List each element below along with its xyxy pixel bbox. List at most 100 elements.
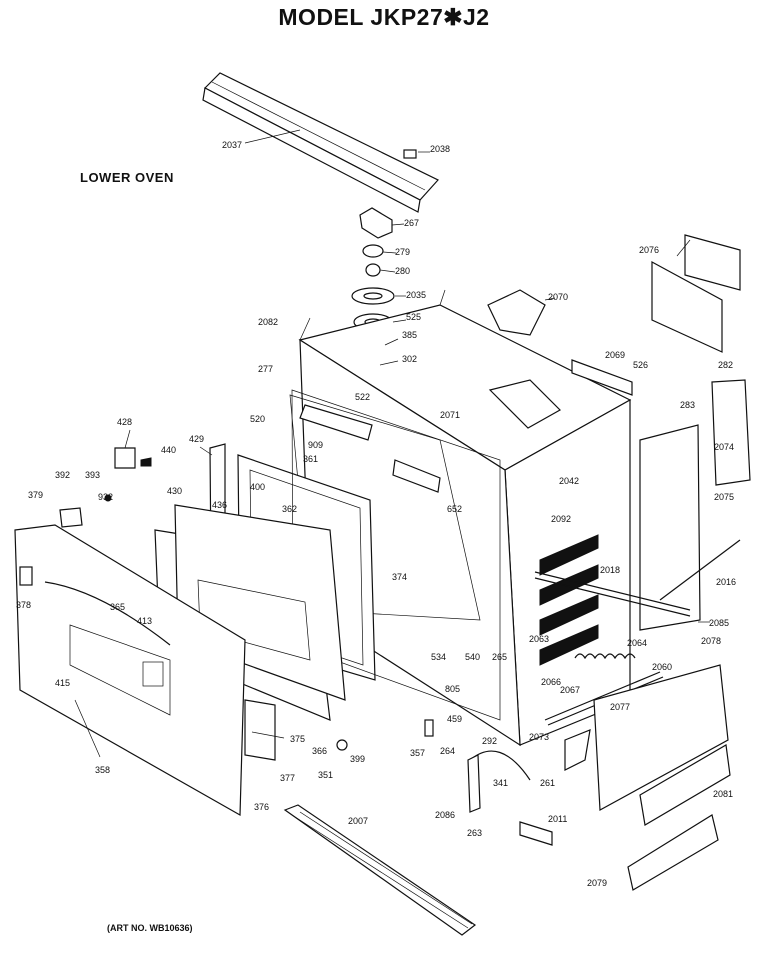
bracket-part bbox=[359, 207, 393, 239]
part-number-label: 2077 bbox=[610, 702, 630, 712]
part-number-label: 392 bbox=[55, 470, 70, 480]
plate-part bbox=[519, 821, 553, 846]
part-number-label: 341 bbox=[493, 778, 508, 788]
clip-part bbox=[403, 149, 417, 159]
clip-part bbox=[19, 566, 33, 586]
part-number-label: 385 bbox=[402, 330, 417, 340]
vent-slots bbox=[539, 534, 599, 666]
part-number-label: 2074 bbox=[714, 442, 734, 452]
side-panel-part bbox=[639, 424, 701, 631]
top-trim-part bbox=[202, 72, 439, 213]
part-number-label: 277 bbox=[258, 364, 273, 374]
part-number-label: 2038 bbox=[430, 144, 450, 154]
vent-duct-part bbox=[487, 289, 546, 336]
part-number-label: 2035 bbox=[406, 290, 426, 300]
part-number-label: 399 bbox=[350, 754, 365, 764]
part-number-label: 2016 bbox=[716, 577, 736, 587]
part-number-label: 376 bbox=[254, 802, 269, 812]
rod-part bbox=[659, 539, 741, 601]
part-number-label: 2079 bbox=[587, 878, 607, 888]
outer-door-part bbox=[14, 524, 246, 817]
part-number-label: 374 bbox=[392, 572, 407, 582]
screw-part bbox=[104, 494, 112, 502]
part-number-label: 2063 bbox=[529, 634, 549, 644]
part-number-label: 366 bbox=[312, 746, 327, 756]
part-number-label: 292 bbox=[482, 736, 497, 746]
part-number-label: 415 bbox=[55, 678, 70, 688]
spring-part bbox=[574, 653, 636, 660]
part-number-label: 358 bbox=[95, 765, 110, 775]
panel-part bbox=[639, 744, 731, 826]
part-number-label: 2037 bbox=[222, 140, 242, 150]
part-number-label: 805 bbox=[445, 684, 460, 694]
part-number-label: 2042 bbox=[559, 476, 579, 486]
screw-part bbox=[336, 739, 348, 751]
part-number-label: 2060 bbox=[652, 662, 672, 672]
part-number-label: 375 bbox=[290, 734, 305, 744]
part-number-label: 2086 bbox=[435, 810, 455, 820]
part-number-label: 2081 bbox=[713, 789, 733, 799]
part-number-label: 282 bbox=[718, 360, 733, 370]
plate-part bbox=[571, 359, 633, 396]
diagram-subtitle: LOWER OVEN bbox=[80, 170, 174, 185]
hinge-part bbox=[244, 699, 276, 761]
part-number-label: 357 bbox=[410, 748, 425, 758]
cover-part bbox=[684, 234, 741, 291]
part-number-label: 2018 bbox=[600, 565, 620, 575]
part-number-label: 361 bbox=[303, 454, 318, 464]
nut-part bbox=[365, 263, 381, 277]
art-number: (ART NO. WB10636) bbox=[107, 923, 193, 933]
part-number-label: 393 bbox=[85, 470, 100, 480]
part-number-label: 279 bbox=[395, 247, 410, 257]
page-title: MODEL JKP27✱J2 bbox=[278, 4, 490, 30]
part-number-label: 522 bbox=[355, 392, 370, 402]
part-number-label: 540 bbox=[465, 652, 480, 662]
vent-part bbox=[488, 379, 561, 429]
panel-part bbox=[627, 814, 719, 891]
part-number-label: 400 bbox=[250, 482, 265, 492]
part-number-label: 429 bbox=[189, 434, 204, 444]
hinge-part bbox=[59, 507, 83, 528]
part-number-label: 267 bbox=[404, 218, 419, 228]
side-cover-part bbox=[711, 379, 751, 486]
part-number-label: 265 bbox=[492, 652, 507, 662]
part-number-label: 362 bbox=[282, 504, 297, 514]
part-number-label: 520 bbox=[250, 414, 265, 424]
part-number-label: 459 bbox=[447, 714, 462, 724]
side-panel-part bbox=[651, 260, 723, 353]
part-number-label: 430 bbox=[167, 486, 182, 496]
part-number-label: 2066 bbox=[541, 677, 561, 687]
part-number-label: 263 bbox=[467, 828, 482, 838]
screw-part bbox=[140, 457, 152, 467]
window-part bbox=[299, 404, 373, 441]
part-number-label: 2082 bbox=[258, 317, 278, 327]
part-number-label: 377 bbox=[280, 773, 295, 783]
part-number-label: 652 bbox=[447, 504, 462, 514]
part-number-label: 534 bbox=[431, 652, 446, 662]
part-number-label: 2078 bbox=[701, 636, 721, 646]
part-number-label: 378 bbox=[16, 600, 31, 610]
part-number-label: 280 bbox=[395, 266, 410, 276]
part-number-label: 2070 bbox=[548, 292, 568, 302]
part-number-label: 2067 bbox=[560, 685, 580, 695]
part-number-label: 283 bbox=[680, 400, 695, 410]
bracket-part bbox=[114, 447, 136, 469]
part-number-label: 2073 bbox=[529, 732, 549, 742]
part-number-label: 2076 bbox=[639, 245, 659, 255]
part-number-label: 2069 bbox=[605, 350, 625, 360]
part-number-label: 2075 bbox=[714, 492, 734, 502]
element-rod-part bbox=[534, 571, 691, 611]
part-number-label: 525 bbox=[406, 312, 421, 322]
part-number-label: 365 bbox=[110, 602, 125, 612]
part-number-label: 379 bbox=[28, 490, 43, 500]
grommet-part bbox=[362, 244, 384, 258]
bottom-vent-grille-part bbox=[283, 804, 477, 936]
part-number-label: 264 bbox=[440, 746, 455, 756]
window-part bbox=[392, 459, 441, 493]
part-number-label: 2085 bbox=[709, 618, 729, 628]
leader-lines bbox=[74, 129, 710, 758]
bracket-part bbox=[564, 729, 591, 771]
part-number-label: 261 bbox=[540, 778, 555, 788]
